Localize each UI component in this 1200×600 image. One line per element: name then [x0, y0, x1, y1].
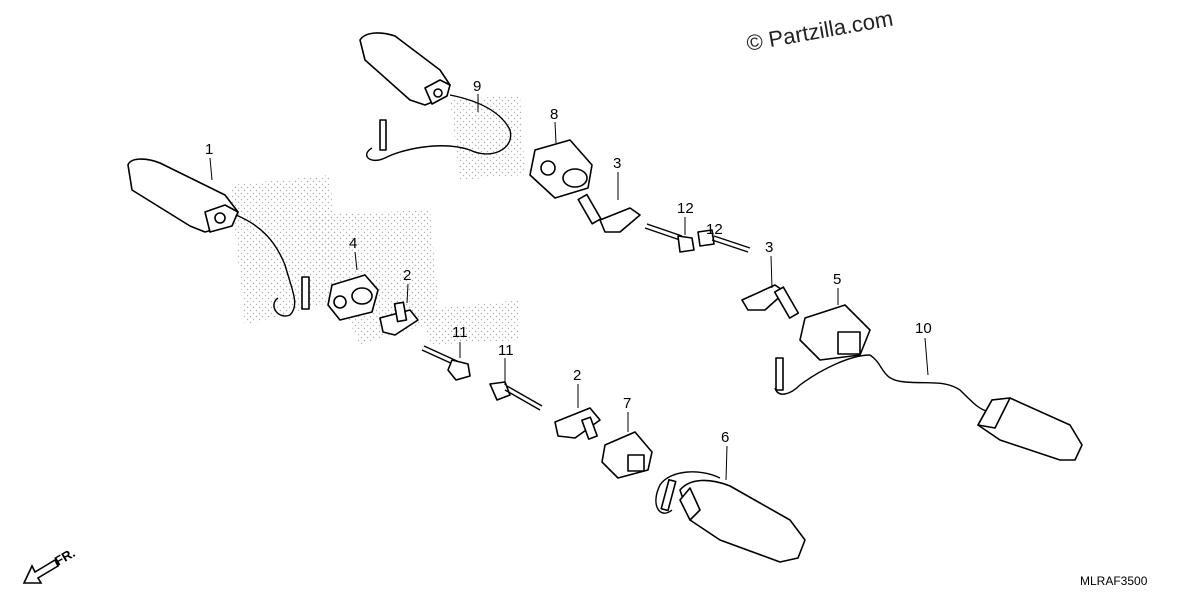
bolt-11a[interactable] [421, 345, 471, 381]
callout-9: 9 [473, 78, 481, 95]
leader-lines [209, 94, 929, 481]
callout-2-upper: 2 [403, 267, 411, 284]
socket-7[interactable] [601, 431, 653, 479]
turn-signal-rear-left[interactable] [359, 32, 512, 162]
callout-3-upper: 3 [613, 155, 621, 172]
background-stipple [230, 95, 525, 345]
stay-plate-2a[interactable] [379, 301, 419, 336]
stay-plate-2b[interactable] [554, 407, 601, 440]
callout-7: 7 [623, 395, 631, 412]
turn-signal-rear-right[interactable] [774, 354, 1083, 461]
callout-3-lower: 3 [765, 239, 773, 256]
front-direction-indicator: FR. [22, 545, 78, 584]
callout-11-upper: 11 [452, 324, 468, 341]
grommet-4[interactable] [327, 274, 379, 321]
callout-8: 8 [550, 106, 558, 123]
callout-1: 1 [205, 141, 213, 158]
callout-2-lower: 2 [573, 367, 581, 384]
callout-6: 6 [721, 429, 729, 446]
callout-11-lower: 11 [498, 342, 514, 359]
stay-3a[interactable] [577, 193, 641, 233]
callouts: 1 4 2 11 11 8 3 12 12 3 5 10 2 7 6 9 [205, 78, 932, 446]
bolt-11b[interactable] [489, 381, 543, 411]
turn-signal-front-right[interactable] [655, 471, 806, 563]
socket-5[interactable] [799, 304, 871, 361]
callout-10: 10 [915, 320, 932, 337]
callout-12-lower: 12 [706, 221, 723, 238]
bolt-12a[interactable] [644, 223, 695, 253]
bolt-12b[interactable] [697, 229, 751, 253]
grommet-8[interactable] [529, 139, 593, 199]
callout-4: 4 [349, 235, 357, 252]
callout-12-upper: 12 [677, 200, 694, 217]
stay-3b[interactable] [741, 284, 800, 319]
turn-signal-front-left[interactable] [127, 158, 310, 317]
watermark-text: © Partzilla.com [745, 6, 895, 56]
callout-5: 5 [833, 271, 841, 288]
diagram-code: MLRAF3500 [1080, 574, 1148, 588]
front-arrow-icon [22, 558, 60, 584]
